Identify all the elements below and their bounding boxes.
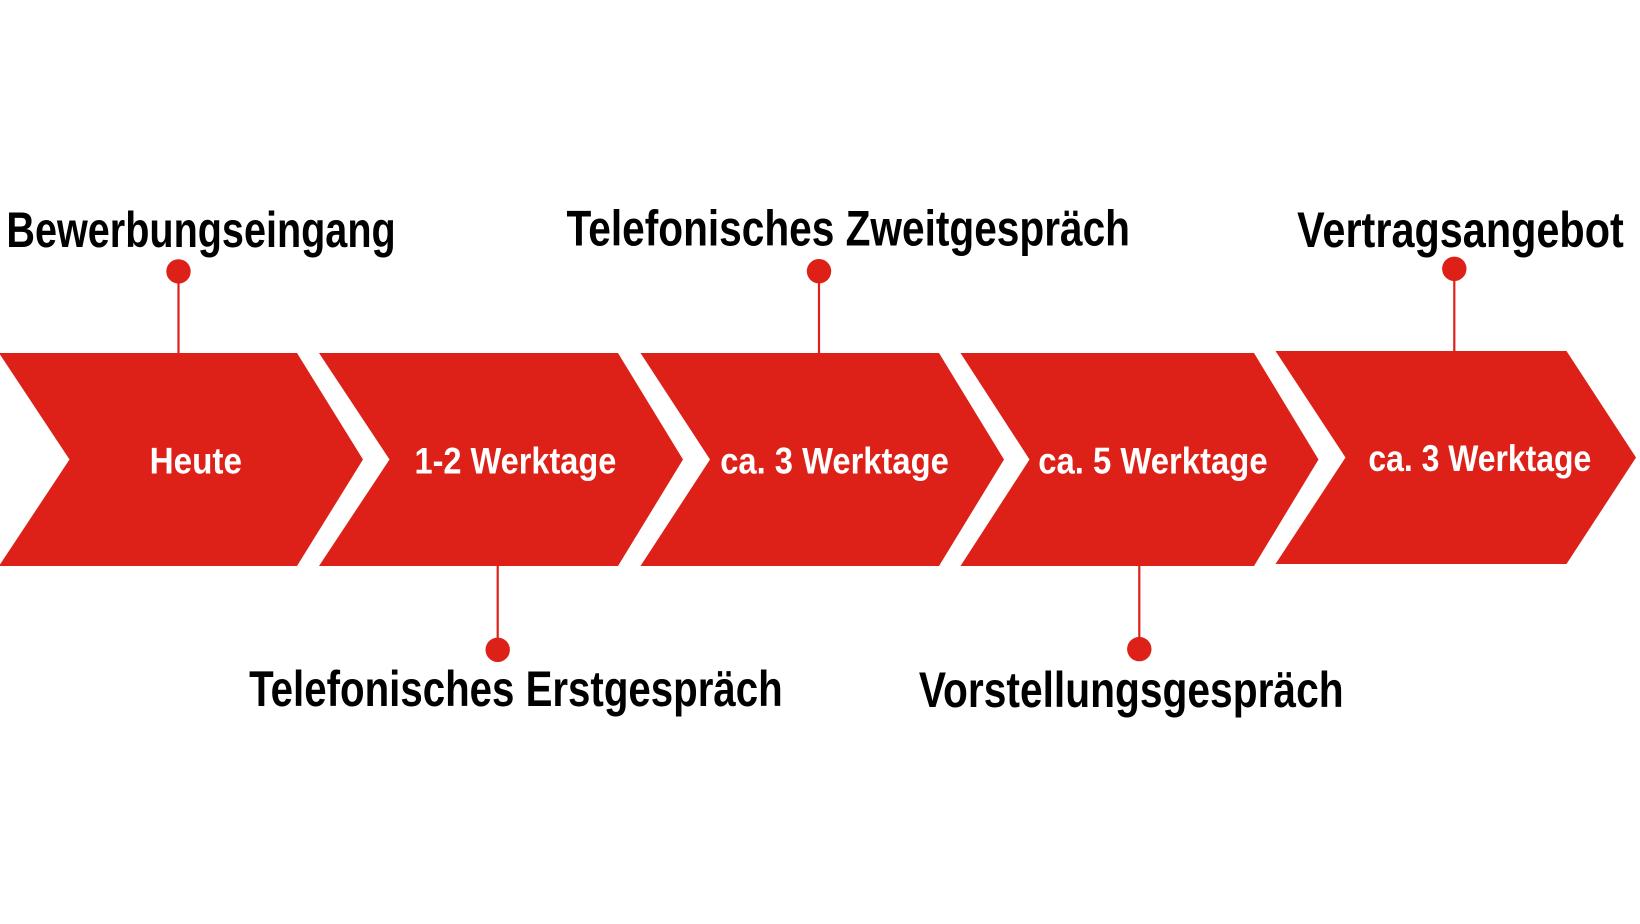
svg-text:Bewerbungseingang: Bewerbungseingang [6,202,395,258]
svg-text:Vertragsangebot: Vertragsangebot [1297,202,1624,258]
svg-text:ca. 3 Werktage: ca. 3 Werktage [1368,437,1591,479]
svg-text:Telefonisches Erstgespräch: Telefonisches Erstgespräch [249,661,783,717]
svg-text:ca. 3 Werktage: ca. 3 Werktage [720,440,949,482]
svg-text:1-2 Werktage: 1-2 Werktage [415,440,617,482]
svg-text:Telefonisches Zweitgespräch: Telefonisches Zweitgespräch [567,201,1131,257]
svg-text:ca. 5 Werktage: ca. 5 Werktage [1038,440,1267,482]
svg-text:Heute: Heute [150,440,242,482]
svg-text:Vorstellungsgespräch: Vorstellungsgespräch [919,662,1344,718]
